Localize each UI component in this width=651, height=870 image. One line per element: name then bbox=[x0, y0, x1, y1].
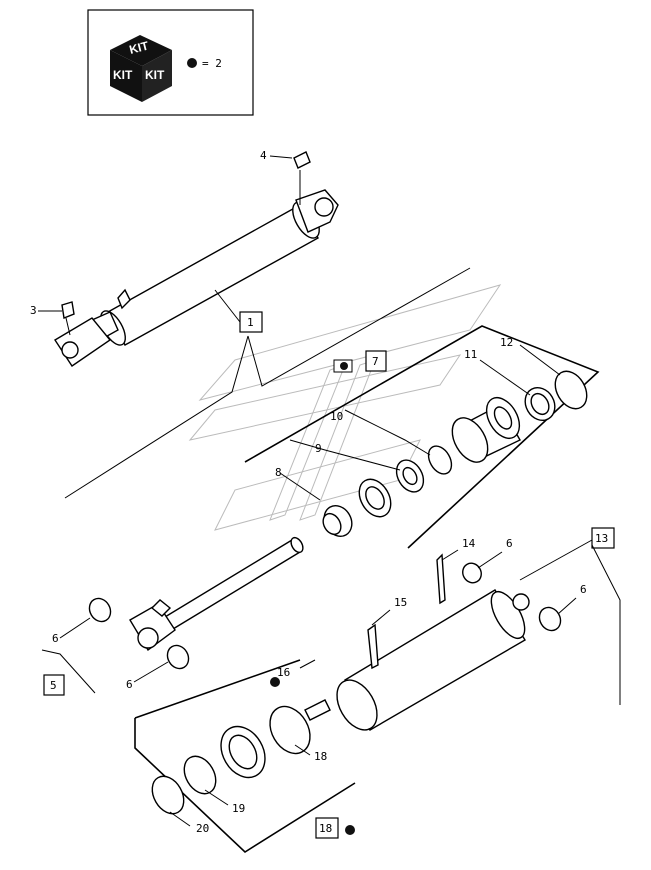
svg-text:11: 11 bbox=[464, 348, 477, 361]
svg-text:3: 3 bbox=[30, 304, 37, 317]
svg-text:10: 10 bbox=[330, 410, 343, 423]
svg-text:19: 19 bbox=[232, 802, 245, 815]
piston-rod bbox=[88, 536, 304, 670]
kit-dot-icon bbox=[187, 58, 197, 68]
svg-text:18: 18 bbox=[314, 750, 327, 763]
svg-text:4: 4 bbox=[260, 149, 267, 162]
seal-kit-group bbox=[151, 677, 331, 815]
svg-text:14: 14 bbox=[462, 537, 476, 550]
svg-text:20: 20 bbox=[196, 822, 209, 835]
svg-text:13: 13 bbox=[595, 532, 608, 545]
watermark-logo bbox=[188, 284, 502, 531]
kit-top-text: KIT bbox=[128, 38, 151, 56]
callout-4: 4 bbox=[260, 149, 293, 162]
callout-19: 19 bbox=[204, 789, 245, 815]
callout-5: 5 6 6 bbox=[41, 617, 169, 696]
svg-text:5: 5 bbox=[50, 679, 57, 692]
kit-quantity-text: = 2 bbox=[202, 57, 222, 70]
svg-text:6: 6 bbox=[126, 678, 133, 691]
svg-text:6: 6 bbox=[52, 632, 59, 645]
svg-text:6: 6 bbox=[506, 537, 513, 550]
cylinder-assembly bbox=[54, 151, 339, 367]
svg-text:1: 1 bbox=[247, 316, 254, 329]
svg-text:8: 8 bbox=[275, 466, 282, 479]
kit-right-text: KIT bbox=[145, 68, 165, 82]
cylinder-barrel bbox=[134, 553, 562, 854]
callout-15: 15 bbox=[371, 596, 407, 626]
callout-8: 8 bbox=[275, 466, 321, 501]
callout-11: 11 bbox=[464, 348, 531, 396]
svg-text:6: 6 bbox=[580, 583, 587, 596]
callout-20: 20 bbox=[169, 811, 209, 835]
piston-seal-group bbox=[244, 325, 600, 549]
kit-box-icon: KIT KIT KIT bbox=[110, 35, 172, 102]
callout-13: 13 bbox=[519, 527, 621, 705]
svg-text:12: 12 bbox=[500, 336, 513, 349]
callout-14: 14 bbox=[441, 537, 476, 561]
callout-16: 16 bbox=[277, 659, 316, 679]
svg-text:9: 9 bbox=[315, 442, 322, 455]
callout-7: 7 bbox=[333, 350, 387, 373]
callout-10: 10 bbox=[330, 409, 431, 456]
callout-6-right: 6 6 bbox=[477, 537, 587, 615]
callout-3: 3 bbox=[30, 304, 62, 317]
svg-text:7: 7 bbox=[372, 355, 379, 368]
callout-18-box: 18 bbox=[315, 817, 355, 839]
svg-text:15: 15 bbox=[394, 596, 407, 609]
callout-9: 9 bbox=[289, 439, 401, 471]
callout-18-ring: 18 bbox=[294, 744, 327, 763]
callout-12: 12 bbox=[500, 336, 561, 376]
svg-text:18: 18 bbox=[319, 822, 332, 835]
callout-1: 1 bbox=[64, 267, 471, 499]
kit-legend: KIT KIT KIT = 2 bbox=[87, 9, 254, 116]
svg-text:16: 16 bbox=[277, 666, 290, 679]
kit-left-text: KIT bbox=[113, 68, 133, 82]
